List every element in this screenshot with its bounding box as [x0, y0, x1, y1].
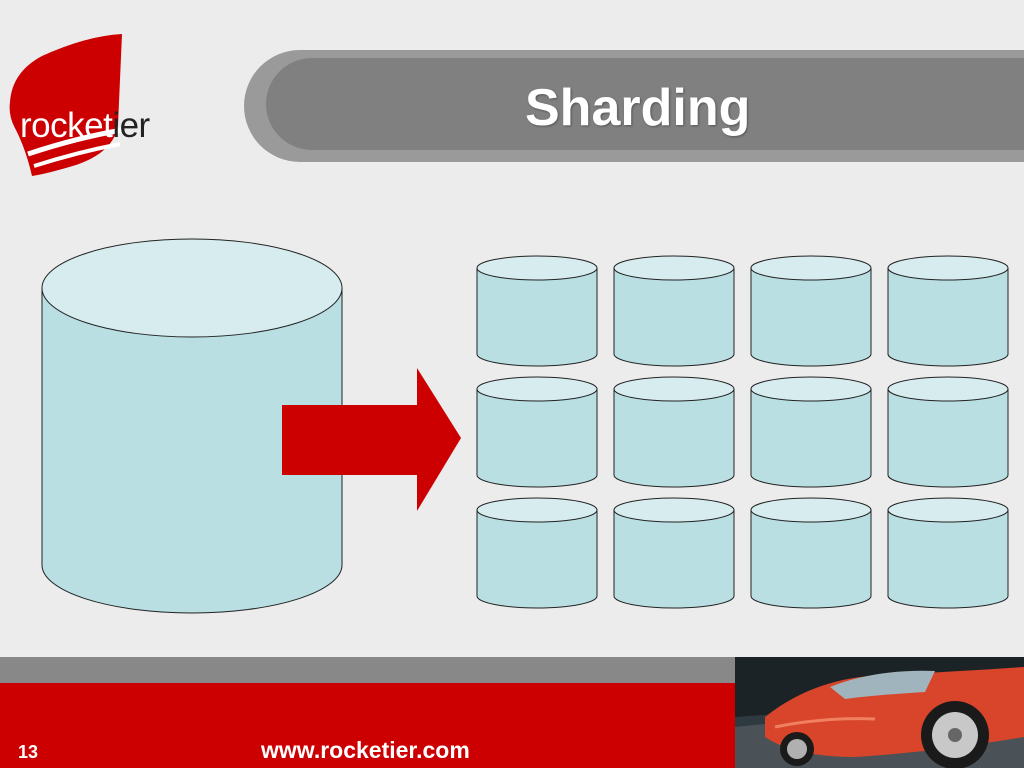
shard-cylinder [750, 497, 872, 609]
website-url[interactable]: www.rocketier.com [261, 737, 470, 763]
shard-cylinder [887, 497, 1009, 609]
shard-cylinder [613, 376, 735, 488]
rocketier-logo: rocketier [6, 30, 186, 180]
logo-text-white: rocket [20, 106, 113, 145]
title-bar: Sharding [0, 0, 1024, 180]
shard-grid [476, 255, 1009, 609]
shard-cylinder [887, 376, 1009, 488]
shard-cylinder [613, 255, 735, 367]
shard-cylinder [476, 376, 598, 488]
shard-cylinder [750, 376, 872, 488]
shard-cylinder [887, 255, 1009, 367]
shard-cylinder [750, 255, 872, 367]
footer-gray-bar [0, 657, 740, 683]
logo-text: rocketier [20, 108, 150, 143]
title-bar-shape [244, 50, 1024, 162]
footer-red-bar [0, 683, 740, 768]
shard-arrow [282, 368, 461, 511]
shard-cylinder [476, 497, 598, 609]
sports-car-image [735, 657, 1024, 768]
shard-cylinder [476, 255, 598, 367]
logo-text-dark: ier [112, 106, 150, 145]
slide-title: Sharding [525, 79, 751, 137]
page-number: 13 [18, 742, 39, 762]
shard-cylinder [613, 497, 735, 609]
logo-badge-icon [9, 34, 123, 176]
source-database-cylinder [41, 238, 343, 614]
